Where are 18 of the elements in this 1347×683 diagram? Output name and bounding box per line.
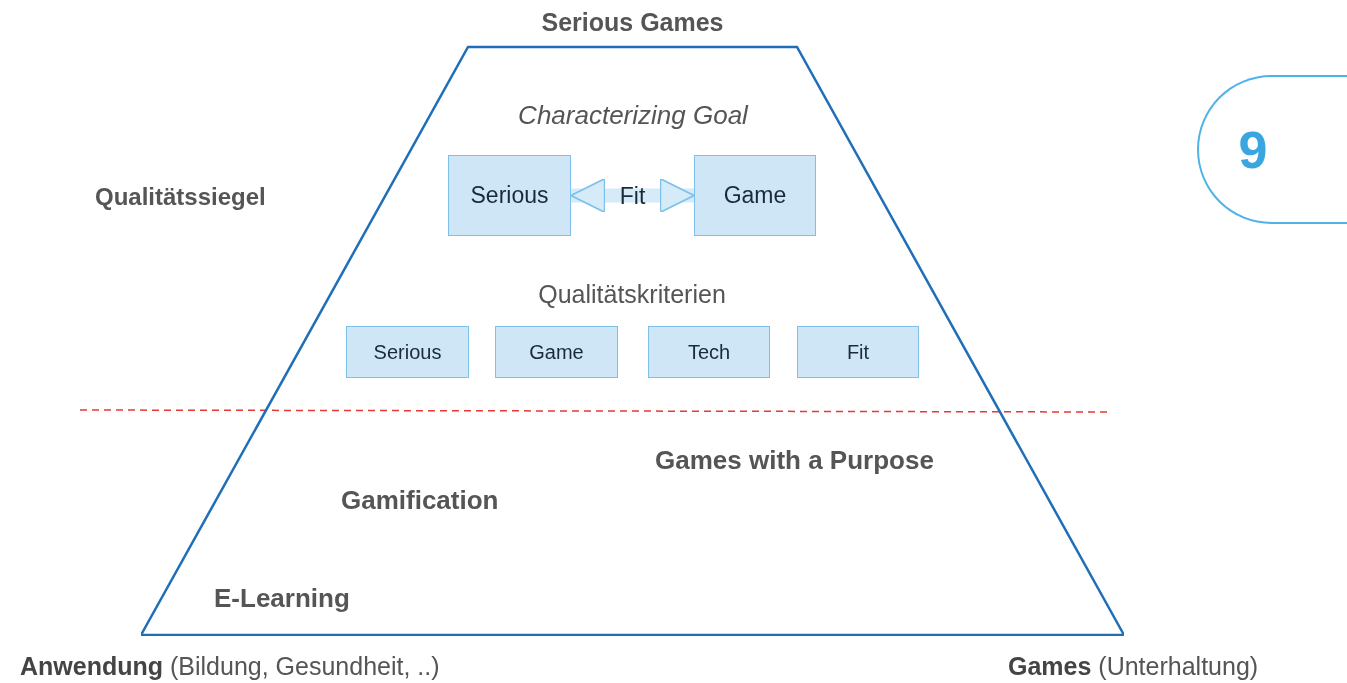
category-label: E-Learning: [214, 583, 350, 614]
axis-label: Games (Unterhaltung): [1008, 652, 1259, 681]
criterion-box: Game: [694, 155, 816, 236]
edge-label: Fit: [619, 182, 646, 209]
page-number-badge: 9: [1197, 75, 1347, 224]
criterion-box: Serious: [448, 155, 571, 236]
category-label: Games with a Purpose: [655, 445, 934, 476]
criterion-box: Serious: [346, 326, 469, 378]
criterion-box: Tech: [648, 326, 770, 378]
heading-text: Qualitätskriterien: [538, 280, 726, 309]
axis-label: Anwendung (Bildung, Gesundheit, ..): [20, 652, 440, 681]
side-label: Qualitätssiegel: [95, 183, 266, 211]
double-arrow: [570, 177, 695, 214]
heading-text: Characterizing Goal: [518, 99, 748, 132]
criterion-box: Game: [495, 326, 618, 378]
shape-title: Serious Games: [541, 8, 724, 37]
category-label: Gamification: [341, 485, 499, 516]
criterion-box: Fit: [797, 326, 919, 378]
